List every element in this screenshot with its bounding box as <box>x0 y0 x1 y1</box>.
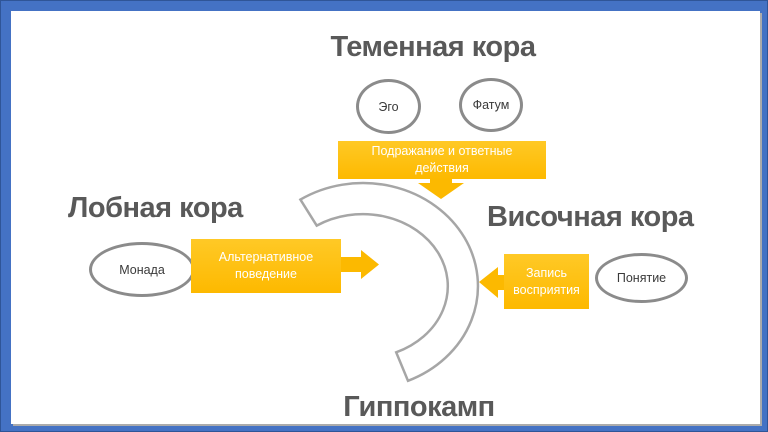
heading-frontal-cortex: Лобная кора <box>68 192 243 224</box>
arrow-right-alternative <box>341 250 379 279</box>
ellipse-ponyatie-label: Понятие <box>616 271 667 285</box>
process-box-imitation[interactable]: Подражание и ответные действия <box>338 141 546 179</box>
hippocampus-block-arc <box>298 181 480 383</box>
heading-temporal-cortex: Височная кора <box>487 201 694 233</box>
diagram-layer: Теменная кора Лобная кора Височная кора … <box>11 11 768 432</box>
process-box-imitation-label: Подражание и ответные действия <box>371 144 513 175</box>
heading-hippocampus: Гиппокамп <box>343 391 495 423</box>
ellipse-ego[interactable]: Эго <box>356 79 421 134</box>
diagram-shapes-svg <box>298 179 504 383</box>
ellipse-monada[interactable]: Монада <box>89 242 195 297</box>
arrow-down-imitation <box>418 179 464 199</box>
heading-parietal-cortex: Теменная кора <box>330 31 536 63</box>
ellipse-ponyatie[interactable]: Понятие <box>595 253 688 303</box>
arrow-left-record <box>479 267 504 298</box>
process-box-record[interactable]: Запись восприятия <box>504 254 589 309</box>
process-box-alternative[interactable]: Альтернативное поведение <box>191 239 341 293</box>
process-box-alternative-label: Альтернативное поведение <box>218 250 314 281</box>
ellipse-fatum[interactable]: Фатум <box>459 78 523 132</box>
process-box-record-label: Запись восприятия <box>513 265 580 297</box>
slide-canvas: Теменная кора Лобная кора Височная кора … <box>11 11 760 424</box>
ellipse-fatum-label: Фатум <box>472 98 510 112</box>
ellipse-monada-label: Монада <box>119 262 165 277</box>
ellipse-ego-label: Эго <box>378 99 399 114</box>
